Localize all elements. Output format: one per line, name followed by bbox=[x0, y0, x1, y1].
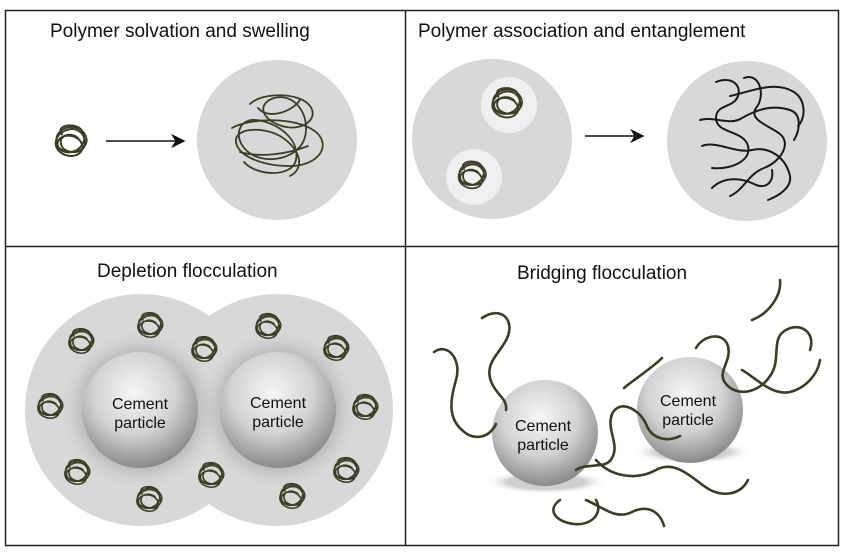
panel-bridging bbox=[432, 278, 822, 528]
cement-particle-icon bbox=[220, 352, 336, 468]
panel-entanglement bbox=[412, 59, 827, 221]
panel-grid bbox=[4, 9, 840, 547]
bridging-polymer-strand-icon bbox=[432, 278, 822, 528]
panel-title-depletion: Depletion flocculation bbox=[97, 261, 278, 282]
cement-particle-icon bbox=[637, 357, 743, 463]
entangled-halo bbox=[667, 61, 827, 221]
swollen-polymer-halo bbox=[197, 60, 357, 220]
panel-title-entanglement: Polymer association and entanglement bbox=[418, 21, 746, 42]
panel-depletion bbox=[25, 294, 393, 526]
entangled-polymer-network-icon bbox=[699, 76, 805, 201]
panel-solvation bbox=[54, 60, 357, 220]
panel-title-bridging: Bridging flocculation bbox=[517, 263, 688, 284]
swollen-polymer-coil-icon bbox=[231, 94, 324, 177]
cement-particle-icon bbox=[82, 352, 198, 468]
panel-title-solvation: Polymer solvation and swelling bbox=[50, 21, 310, 42]
cement-particle-icon bbox=[492, 380, 598, 486]
polymer-coil-icon bbox=[54, 124, 88, 158]
